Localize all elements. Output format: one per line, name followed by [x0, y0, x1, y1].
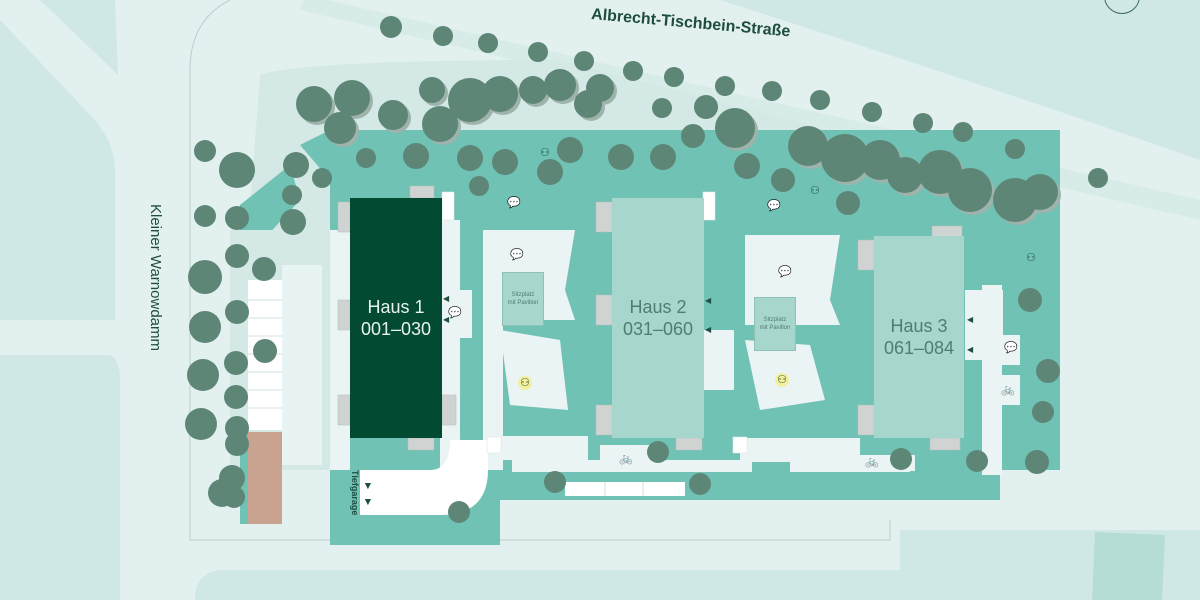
bicycle-icon: 🚲	[865, 456, 879, 468]
speech-bubbles-icon: 💬	[1004, 342, 1018, 354]
entrance-arrow-icon: ◀	[443, 294, 450, 303]
playground-icon: ⚇	[540, 147, 550, 159]
building-haus-3[interactable]: Haus 3 061–084	[874, 236, 964, 438]
entrance-arrow-icon: ◀	[967, 345, 974, 354]
building-name: Haus 1	[367, 297, 425, 317]
building-name: Haus 3	[890, 316, 948, 336]
building-haus-1[interactable]: Haus 1 001–030	[350, 198, 442, 438]
building-name: Haus 2	[629, 297, 687, 317]
bicycle-icon: 🚲	[1001, 384, 1015, 396]
tiefgarage-label: Tiefgarage	[350, 470, 360, 516]
pavilion-label: mit Pavillon	[507, 300, 539, 306]
pavilion-seating-1: Sitzplatz mit Pavillon	[502, 272, 544, 326]
building-units: 061–084	[883, 338, 955, 358]
playground-icon: ⚇	[775, 373, 789, 387]
bicycle-icon: 🚲	[619, 453, 633, 465]
entrance-arrow-icon: ◀	[967, 315, 974, 324]
playground-icon: ⚇	[1026, 252, 1036, 264]
speech-bubbles-icon: 💬	[448, 307, 462, 319]
playground-icon: ⚇	[810, 185, 820, 197]
entrance-arrow-icon: ◀	[363, 482, 373, 490]
pavilion-label: mit Pavillon	[759, 325, 791, 331]
pavilion-label: Sitzplatz	[511, 292, 535, 298]
entrance-arrow-icon: ◀	[363, 498, 373, 506]
pavilion-label: Sitzplatz	[763, 317, 787, 323]
pavilion-seating-2: Sitzplatz mit Pavillon	[754, 297, 796, 351]
speech-bubbles-icon: 💬	[507, 197, 521, 209]
street-label-left: Kleiner Warnowdamm	[147, 204, 164, 351]
speech-bubbles-icon: 💬	[767, 200, 781, 212]
building-haus-2[interactable]: Haus 2 031–060	[612, 198, 704, 438]
building-units: 001–030	[360, 319, 432, 339]
building-units: 031–060	[622, 319, 694, 339]
entrance-arrow-icon: ◀	[705, 296, 712, 305]
speech-bubbles-icon: 💬	[778, 266, 792, 278]
speech-bubbles-icon: 💬	[510, 249, 524, 261]
entrance-arrow-icon: ◀	[705, 325, 712, 334]
playground-icon: ⚇	[518, 376, 532, 390]
entrance-arrow-icon: ◀	[443, 315, 450, 324]
